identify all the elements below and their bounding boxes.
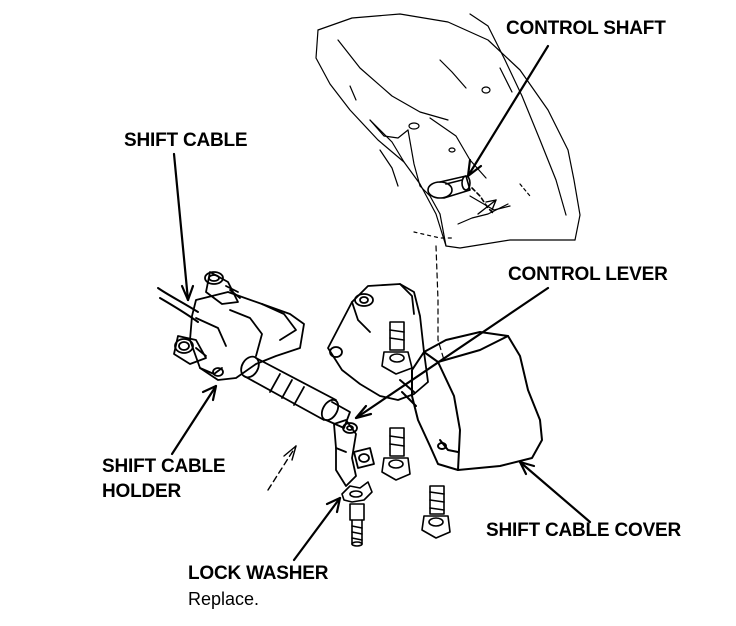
lock-washer-part <box>341 481 373 503</box>
transmission-case-outline <box>315 13 581 361</box>
shift-cable-cover-label: SHIFT CABLE COVER <box>486 520 682 541</box>
shift-cable-cover-part <box>399 331 543 471</box>
bracket-bolt <box>381 321 413 375</box>
control-shaft-part <box>427 175 495 215</box>
control-shaft-label: CONTROL SHAFT <box>506 18 666 39</box>
lock-washer-label: LOCK WASHER <box>188 563 329 584</box>
shift-cable-label: SHIFT CABLE <box>124 130 248 151</box>
control-lever-label: CONTROL LEVER <box>508 264 668 285</box>
shift-cable-holder-label-line2: HOLDER <box>102 481 182 502</box>
assembly-direction-arrows <box>267 199 497 491</box>
control-lever-part <box>333 419 375 487</box>
lock-washer-note: Replace. <box>188 589 260 609</box>
mounting-bracket <box>327 283 429 401</box>
leader-lines <box>170 44 592 562</box>
shift-cable-holder-part <box>173 271 305 381</box>
cover-bolt-1 <box>381 427 411 481</box>
cover-bolt-2 <box>421 485 451 539</box>
shift-cable-holder-label-line1: SHIFT CABLE <box>102 456 226 477</box>
lock-washer-bolt <box>349 503 365 547</box>
shift-cable-body <box>240 355 351 429</box>
